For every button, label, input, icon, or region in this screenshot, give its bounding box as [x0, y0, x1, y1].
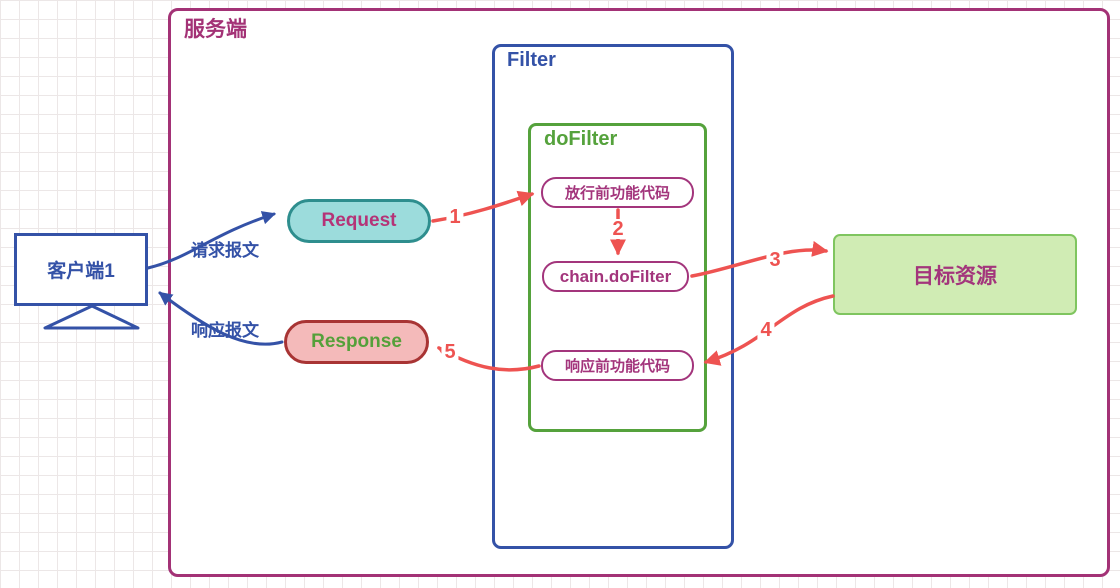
pre-pass-code-label: 放行前功能代码: [564, 185, 670, 202]
chain-dofilter-label: chain.doFilter: [559, 266, 672, 286]
pre-response-code-label: 响应前功能代码: [564, 358, 670, 375]
step-number-4: 4: [757, 320, 775, 340]
dofilter-label: doFilter: [544, 128, 618, 150]
pre-pass-code-pill: 放行前功能代码: [541, 177, 694, 208]
chain-dofilter-pill: chain.doFilter: [542, 261, 689, 292]
step-number-3: 3: [766, 250, 784, 270]
server-label: 服务端: [184, 18, 247, 41]
response-message-label: 响应报文: [191, 321, 259, 340]
client-label: 客户端1: [47, 261, 115, 282]
step-number-1: 1: [446, 207, 464, 227]
step-number-5: 5: [441, 342, 459, 362]
pre-response-code-pill: 响应前功能代码: [541, 350, 694, 381]
monitor-stand-triangle: [43, 304, 140, 330]
request-pill: Request: [287, 199, 431, 243]
response-pill: Response: [284, 320, 429, 364]
step-number-2: 2: [609, 219, 627, 239]
target-resource-box: 目标资源: [833, 234, 1077, 315]
response-label: Response: [311, 331, 402, 352]
client-box: 客户端1: [14, 233, 148, 306]
filter-label: Filter: [507, 49, 556, 71]
target-resource-label: 目标资源: [913, 264, 997, 288]
request-message-label: 请求报文: [191, 241, 259, 260]
request-label: Request: [321, 210, 397, 231]
